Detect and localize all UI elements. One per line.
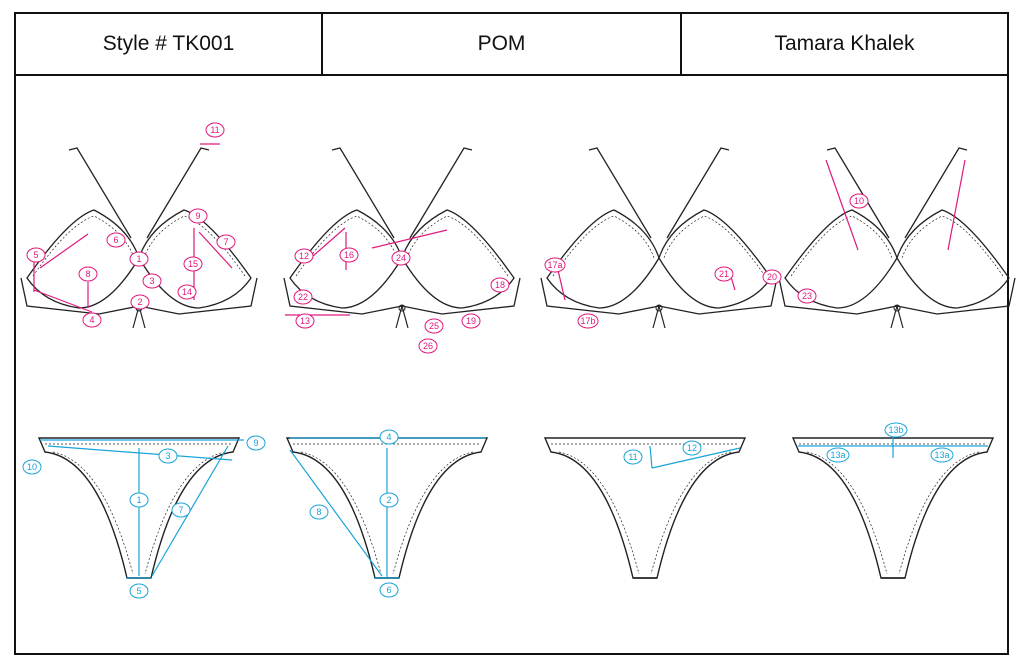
svg-text:25: 25	[429, 321, 439, 331]
callout-24: 24	[391, 250, 411, 266]
svg-text:2: 2	[386, 495, 391, 505]
callout-3: 3	[142, 273, 162, 289]
callout-b8: 8	[309, 504, 329, 520]
callout-26: 26	[418, 338, 438, 354]
callout-b7: 7	[171, 502, 191, 518]
callout-b13b: 13b	[884, 422, 908, 438]
callout-2: 2	[130, 294, 150, 310]
svg-text:10: 10	[854, 196, 864, 206]
callout-22: 22	[293, 289, 313, 305]
callout-b1: 1	[129, 492, 149, 508]
svg-text:19: 19	[466, 316, 476, 326]
svg-text:11: 11	[210, 125, 219, 135]
bottom-measurement-lines	[40, 434, 988, 579]
svg-text:24: 24	[396, 253, 406, 263]
svg-text:13: 13	[300, 316, 310, 326]
callout-25: 25	[424, 318, 444, 334]
header-row: Style # TK001 POM Tamara Khalek	[16, 14, 1007, 76]
svg-text:22: 22	[298, 292, 308, 302]
svg-text:17a: 17a	[547, 260, 562, 270]
svg-text:12: 12	[299, 251, 309, 261]
callout-b9: 9	[246, 435, 266, 451]
callout-15: 15	[183, 256, 203, 272]
callout-19: 19	[461, 313, 481, 329]
callout-21: 21	[714, 266, 734, 282]
bikini-top-front-view-2	[283, 147, 521, 329]
callout-b3: 3	[158, 448, 178, 464]
designer-name-cell: Tamara Khalek	[680, 14, 1007, 74]
callout-b2: 2	[379, 492, 399, 508]
svg-text:9: 9	[253, 438, 258, 448]
svg-text:23: 23	[802, 291, 812, 301]
svg-text:11: 11	[628, 452, 637, 462]
svg-text:6: 6	[113, 235, 118, 245]
bikini-top-side-view	[778, 147, 1016, 329]
callout-6: 6	[106, 232, 126, 248]
pom-sheet: Style # TK001 POM Tamara Khalek	[14, 12, 1009, 655]
svg-text:18: 18	[495, 280, 505, 290]
callout-b13a-left: 13a	[826, 447, 850, 463]
svg-text:13b: 13b	[888, 425, 903, 435]
callout-9: 9	[188, 208, 208, 224]
callout-16: 16	[339, 247, 359, 263]
svg-text:16: 16	[344, 250, 354, 260]
svg-text:1: 1	[136, 495, 141, 505]
svg-text:15: 15	[188, 259, 198, 269]
svg-text:26: 26	[423, 341, 433, 351]
callout-b11: 11	[623, 449, 643, 465]
svg-text:7: 7	[223, 237, 228, 247]
svg-text:1: 1	[136, 254, 141, 264]
callout-23: 23	[797, 288, 817, 304]
callout-7: 7	[216, 234, 236, 250]
callout-10-top: 10	[849, 193, 869, 209]
svg-text:13a: 13a	[934, 450, 949, 460]
top-callouts: 1 2 3 4 5 6 7 8 9 11 12 13 14 15 16 17a …	[26, 122, 869, 354]
callout-1: 1	[129, 251, 149, 267]
callout-b4: 4	[379, 429, 399, 445]
pom-title-cell: POM	[321, 14, 680, 74]
callout-18: 18	[490, 277, 510, 293]
callout-13: 13	[295, 313, 315, 329]
svg-text:4: 4	[386, 432, 391, 442]
callout-8: 8	[78, 266, 98, 282]
svg-text:12: 12	[687, 443, 697, 453]
svg-text:7: 7	[178, 505, 183, 515]
callout-12: 12	[294, 248, 314, 264]
callout-b13a-right: 13a	[930, 447, 954, 463]
callout-20: 20	[762, 269, 782, 285]
callout-b10: 10	[22, 459, 42, 475]
svg-text:10: 10	[27, 462, 37, 472]
svg-text:17b: 17b	[580, 316, 595, 326]
callout-b5: 5	[129, 583, 149, 599]
svg-text:8: 8	[316, 507, 321, 517]
callout-b12: 12	[682, 440, 702, 456]
svg-text:20: 20	[767, 272, 777, 282]
svg-text:6: 6	[386, 585, 391, 595]
svg-text:13a: 13a	[830, 450, 845, 460]
svg-text:5: 5	[136, 586, 141, 596]
bikini-bottom-back-view	[544, 437, 746, 579]
callout-4: 4	[82, 312, 102, 328]
callout-17b: 17b	[577, 313, 599, 329]
callout-b6: 6	[379, 582, 399, 598]
svg-text:3: 3	[149, 276, 154, 286]
svg-text:2: 2	[137, 297, 142, 307]
bottom-callouts: 1 2 3 4 5 6 7 8 9 10 11 12 13a 13b 13a	[22, 422, 954, 599]
bikini-top-back-view	[540, 147, 778, 329]
callout-5: 5	[26, 247, 46, 263]
callout-17a: 17a	[544, 257, 566, 273]
svg-text:8: 8	[85, 269, 90, 279]
svg-text:21: 21	[719, 269, 729, 279]
svg-text:9: 9	[195, 211, 200, 221]
svg-text:4: 4	[89, 315, 94, 325]
svg-text:3: 3	[165, 451, 170, 461]
callout-14: 14	[177, 284, 197, 300]
callout-11: 11	[205, 122, 225, 138]
svg-text:14: 14	[182, 287, 192, 297]
style-number-cell: Style # TK001	[102, 32, 235, 55]
bikini-bottom-side-view	[792, 437, 994, 579]
svg-text:5: 5	[33, 250, 38, 260]
